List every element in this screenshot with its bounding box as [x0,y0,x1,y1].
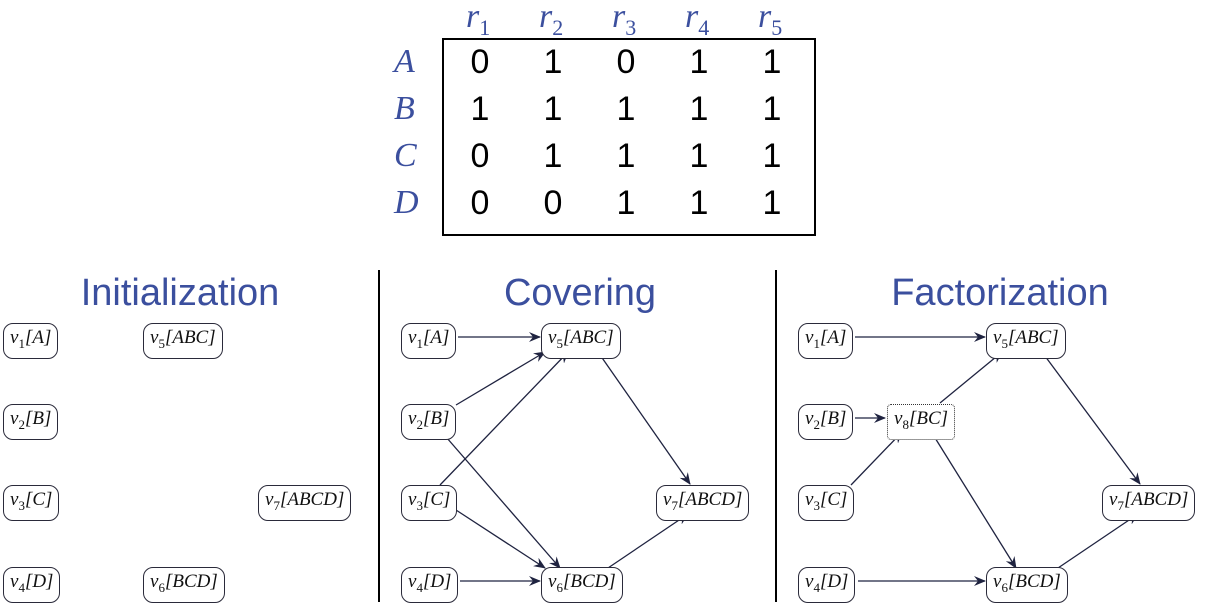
matrix-cell: 1 [689,184,709,222]
node-cover-v6: v6[BCD] [541,567,623,603]
matrix-cell: 1 [470,90,490,128]
matrix-cell: 1 [616,90,636,128]
matrix-cell: 0 [543,184,563,222]
edge-cover-v3-v5 [439,351,569,486]
matrix-box [442,38,816,236]
panel-divider [378,270,380,602]
node-cover-v5: v5[ABC] [541,323,621,359]
matrix-cell: 1 [762,184,782,222]
matrix-cell: 0 [616,43,636,81]
matrix-cell: 1 [762,90,782,128]
node-cover-v1: v1[A] [401,323,457,359]
node-cover-v3: v3[C] [401,485,458,521]
matrix-cell: 1 [689,137,709,175]
node-init-v3: v3[C] [3,485,60,521]
edge-cover-v3-v6 [455,509,546,569]
node-init-v2: v2[B] [3,404,59,440]
node-fact-v7: v7[ABCD] [1102,485,1196,521]
matrix-cell: 1 [689,43,709,81]
edge-cover-v2-v6 [439,429,561,569]
node-cover-v7: v7[ABCD] [656,485,750,521]
column-header-r1: r1 [466,0,491,40]
matrix-cell: 0 [470,137,490,175]
panel-divider [775,270,777,602]
panel-title-covering: Covering [503,272,657,314]
matrix-cell: 1 [616,137,636,175]
node-cover-v2: v2[B] [401,404,457,440]
node-fact-v8: v8[BC] [887,404,956,440]
matrix-cell: 0 [470,184,490,222]
node-init-v7: v7[ABCD] [258,485,352,521]
row-label-c: C [394,137,417,174]
matrix-cell: 1 [616,184,636,222]
node-init-v5: v5[ABC] [143,323,223,359]
column-header-r4: r4 [685,0,710,40]
row-label-d: D [394,184,419,221]
edge-fact-v5-v7 [1041,351,1141,485]
matrix-cell: 0 [470,43,490,81]
edge-cover-v5-v7 [597,351,691,485]
node-init-v1: v1[A] [3,323,59,359]
node-fact-v4: v4[D] [798,567,856,603]
row-label-a: A [394,43,415,80]
row-label-b: B [394,90,415,127]
edge-fact-v8-v5 [939,351,1003,404]
matrix-cell: 1 [762,43,782,81]
node-init-v6: v6[BCD] [143,567,225,603]
matrix-cell: 1 [543,137,563,175]
matrix-cell: 1 [543,43,563,81]
node-init-v4: v4[D] [3,567,61,603]
node-fact-v1: v1[A] [798,323,854,359]
edge-fact-v8-v6 [931,432,1017,569]
node-fact-v3: v3[C] [798,485,855,521]
panel-title-initialization: Initialization [80,272,280,314]
edge-fact-v6-v7 [1057,513,1139,569]
column-header-r3: r3 [612,0,637,40]
column-header-r5: r5 [758,0,783,40]
node-fact-v2: v2[B] [798,404,854,440]
panel-title-factorization: Factorization [891,272,1109,314]
matrix-cell: 1 [762,137,782,175]
matrix-cell: 1 [689,90,709,128]
node-fact-v5: v5[ABC] [986,323,1066,359]
edge-cover-v2-v5 [455,351,546,406]
edge-fact-v3-v8 [850,431,903,486]
column-header-r2: r2 [539,0,564,40]
node-cover-v4: v4[D] [401,567,459,603]
edge-cover-v6-v7 [607,513,689,569]
matrix-cell: 1 [543,90,563,128]
node-fact-v6: v6[BCD] [986,567,1068,603]
